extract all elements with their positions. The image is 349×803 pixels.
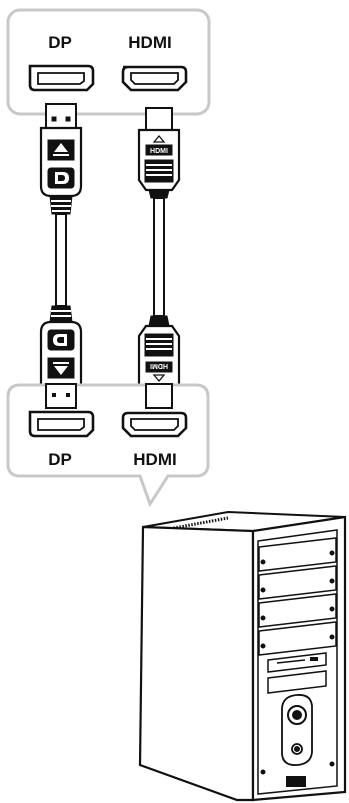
monitor-displayport-socket-icon <box>28 64 95 92</box>
monitor-panel-frame <box>6 8 211 116</box>
computer-dp-label: DP <box>48 450 72 469</box>
hdmi-logo-icon <box>145 144 173 156</box>
hdmi-cable: HDMI HDMI <box>137 107 181 409</box>
computer-hdmi-label: HDMI <box>133 450 176 469</box>
computer-hdmi-socket-icon <box>121 411 188 438</box>
monitor-dp-label: DP <box>48 33 72 52</box>
monitor-hdmi-socket-icon <box>121 65 188 92</box>
svg-text:HDMI: HDMI <box>150 148 168 155</box>
svg-text:HDMI: HDMI <box>150 362 168 369</box>
computer-port-panel: DP HDMI <box>6 383 210 508</box>
computer-displayport-socket-icon <box>28 410 95 438</box>
displayport-cable <box>39 103 83 413</box>
pc-tower-icon <box>138 510 347 802</box>
monitor-port-panel: DP HDMI <box>6 8 211 116</box>
computer-panel-frame <box>6 383 210 508</box>
monitor-hdmi-label: HDMI <box>128 33 171 52</box>
